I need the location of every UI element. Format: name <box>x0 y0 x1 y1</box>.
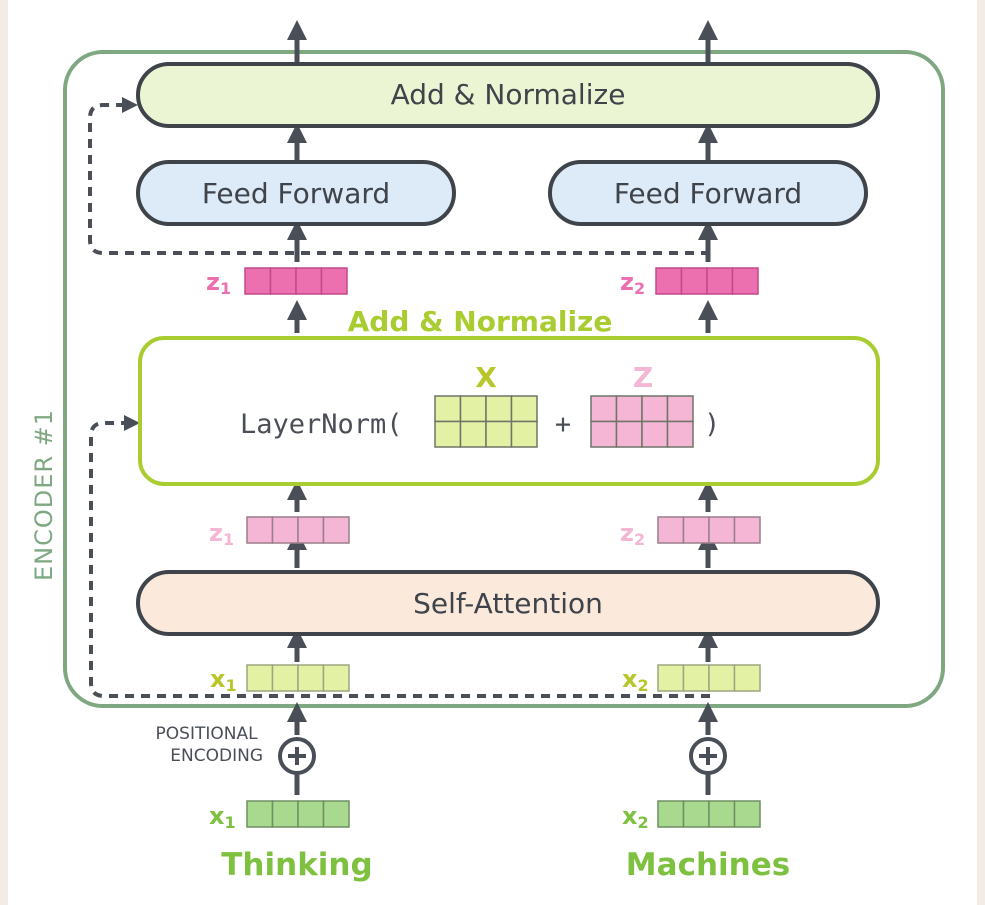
plus-circle-icon-1 <box>278 737 316 775</box>
diagram-canvas: ENCODER #1 Add & Normalize Feed Forward … <box>8 0 977 905</box>
vector-cell <box>322 664 350 692</box>
layernorm-suffix: ) <box>704 409 720 440</box>
add-normalize-top-label: Add & Normalize <box>391 78 626 111</box>
x2-emb-vector <box>657 800 761 828</box>
vector-cell <box>322 800 350 828</box>
x1-emb-vector <box>246 800 350 828</box>
vector-cell <box>269 267 297 295</box>
add-normalize-mid-label: Add & Normalize <box>348 305 613 338</box>
matrix-cell <box>641 395 669 423</box>
feed-forward-1-label: Feed Forward <box>202 177 390 210</box>
matrix-cell <box>510 420 538 448</box>
vector-cell <box>682 664 710 692</box>
matrix-cell <box>666 395 694 423</box>
vector-cell <box>731 267 759 295</box>
add-normalize-top-block <box>136 62 880 128</box>
vector-cell <box>708 516 736 544</box>
flow-arrows <box>287 20 718 735</box>
vector-cell <box>655 267 683 295</box>
z2-out-label: z2 <box>620 268 645 298</box>
matrix-cell <box>485 420 513 448</box>
matrix-cell <box>590 420 618 448</box>
matrix-cell <box>615 420 643 448</box>
layernorm-x-label: X <box>475 361 497 394</box>
vector-cell <box>657 516 685 544</box>
matrix-cell <box>666 420 694 448</box>
word-machines: Machines <box>626 847 790 883</box>
encoder-frame <box>63 50 945 708</box>
matrix-cell <box>641 420 669 448</box>
x1-emb-label: x1 <box>209 802 236 832</box>
z2-out-vector <box>655 267 759 295</box>
matrix-cell <box>590 395 618 423</box>
vector-cell <box>733 800 761 828</box>
vector-cell <box>680 267 708 295</box>
matrix-cell <box>459 420 487 448</box>
transformer-encoder-diagram: ENCODER #1 Add & Normalize Feed Forward … <box>30 20 945 883</box>
matrix-cell <box>485 395 513 423</box>
vector-cell <box>320 267 348 295</box>
vector-cell <box>657 800 685 828</box>
vector-cell <box>682 516 710 544</box>
vector-cell <box>733 516 761 544</box>
layernorm-z-matrix <box>590 395 694 448</box>
residual-line-bottom <box>89 415 710 698</box>
layernorm-x-matrix <box>434 395 538 448</box>
x1-in-label: x1 <box>210 665 237 695</box>
z1-out-vector <box>244 267 348 295</box>
residual-line-top <box>88 97 710 255</box>
matrix-cell <box>510 395 538 423</box>
x1-in-vector <box>246 664 350 692</box>
self-attention-label: Self-Attention <box>413 587 603 620</box>
layernorm-z-label: Z <box>633 361 653 394</box>
x2-in-vector <box>657 664 761 692</box>
matrix-cell <box>434 420 462 448</box>
vector-cell <box>246 800 274 828</box>
positional-encoding-label: POSITIONAL ENCODING <box>156 724 263 766</box>
vector-cell <box>271 516 299 544</box>
encoder-label: ENCODER #1 <box>30 409 58 581</box>
vector-cell <box>297 516 325 544</box>
vector-cell <box>271 800 299 828</box>
feed-forward-2-label: Feed Forward <box>614 177 802 210</box>
vector-cell <box>271 664 299 692</box>
x2-emb-label: x2 <box>622 802 649 832</box>
vector-cell <box>297 800 325 828</box>
z1-att-label: z1 <box>209 519 234 549</box>
connector-lines <box>294 774 711 795</box>
z1-att-vector <box>246 516 350 544</box>
vector-cell <box>708 800 736 828</box>
vector-cell <box>733 664 761 692</box>
layernorm-prefix: LayerNorm( <box>240 409 403 440</box>
feed-forward-1-block <box>136 160 456 226</box>
vector-cell <box>297 664 325 692</box>
matrix-cell <box>434 395 462 423</box>
vector-cell <box>246 664 274 692</box>
vector-cell <box>244 267 272 295</box>
z2-att-label: z2 <box>620 519 645 549</box>
self-attention-block <box>136 570 880 636</box>
matrix-cell <box>459 395 487 423</box>
x2-in-label: x2 <box>622 665 649 695</box>
vector-cell <box>246 516 274 544</box>
vector-cell <box>708 664 736 692</box>
vector-cell <box>657 664 685 692</box>
word-thinking: Thinking <box>221 847 372 883</box>
vector-cell <box>682 800 710 828</box>
layernorm-plus: + <box>555 409 571 440</box>
vector-cell <box>322 516 350 544</box>
matrix-cell <box>615 395 643 423</box>
vector-cell <box>706 267 734 295</box>
z2-att-vector <box>657 516 761 544</box>
plus-circle-icon-2 <box>689 737 727 775</box>
z1-out-label: z1 <box>206 268 231 298</box>
feed-forward-2-block <box>548 160 868 226</box>
vector-cell <box>295 267 323 295</box>
